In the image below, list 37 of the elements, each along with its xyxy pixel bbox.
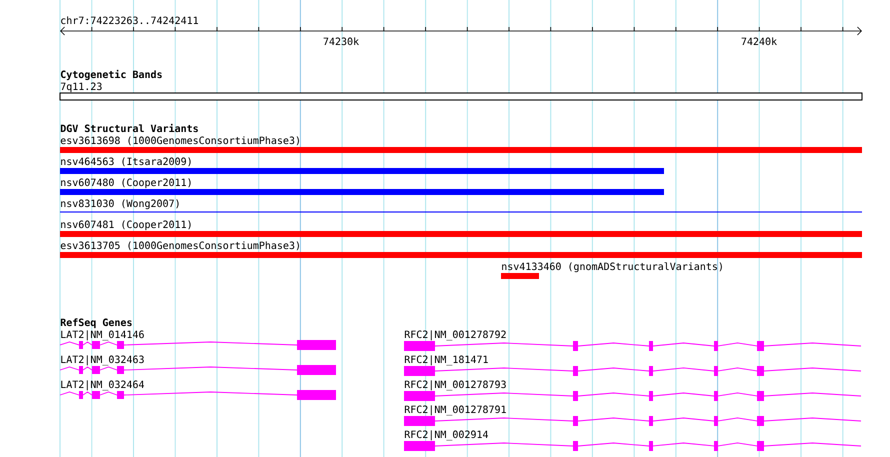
node-label: 7q11.23 [60,82,102,92]
node-label: nsv4133460 (gnomADStructuralVariants) [502,262,722,272]
gene-model: LAT2|NM_032464 [60,380,336,400]
track-heading: DGV Structural Variants [60,124,198,132]
variant-bar: nsv4133460 (gnomADStructuralVariants) [501,262,722,279]
variant-bar: nsv607481 (Cooper2011) [60,220,862,237]
node-label: esv3613698 (1000GenomesConsortiumPhase3) [60,136,299,146]
variant-bar: nsv831030 (Wong2007) [60,199,862,212]
gene-model: LAT2|NM_014146 [60,330,336,350]
coordinate-label: chr7:74223263..74242411 [61,16,198,24]
node-label: RFC2|NM_001278791 [404,405,506,416]
node-label: nsv464563 (Itsara2009) [61,157,191,166]
tick-label: 74240k [742,37,777,46]
node-label: RFC2|NM_181471 [404,355,488,366]
node-label: LAT2|NM_032463 [61,355,144,366]
gene-model: RFC2|NM_001278791 [404,405,862,426]
tick-label: 74230k [324,37,359,46]
cytoband: 7q11.23 [60,82,862,100]
node-label: LAT2|NM_014146 [61,330,144,340]
variant-bar: esv3613698 (1000GenomesConsortiumPhase3) [60,136,862,153]
variant-bar: esv3613705 (1000GenomesConsortiumPhase3) [60,241,862,258]
node-label: LAT2|NM_032464 [61,380,144,390]
node-label: nsv607480 (Cooper2011) [61,178,191,188]
node-label: esv3613705 (1000GenomesConsortiumPhase3) [60,241,299,250]
variant-bar: nsv464563 (Itsara2009) [60,157,664,174]
gene-model: RFC2|NM_001278793 [404,380,862,401]
gene-model: RFC2|NM_002914 [404,430,862,451]
gene-model: RFC2|NM_181471 [404,355,862,376]
node-label: RFC2|NM_002914 [404,430,488,440]
track-heading: Cytogenetic Bands [60,70,162,80]
track-heading: RefSeq Genes [60,318,132,328]
node-label: nsv607481 (Cooper2011) [61,220,191,230]
node-label: RFC2|NM_001278793 [404,380,506,390]
gene-model: LAT2|NM_032463 [60,355,336,375]
node-label: RFC2|NM_001278792 [404,330,506,340]
gene-model: RFC2|NM_001278792 [404,330,862,351]
variant-bar: nsv607480 (Cooper2011) [60,178,664,195]
